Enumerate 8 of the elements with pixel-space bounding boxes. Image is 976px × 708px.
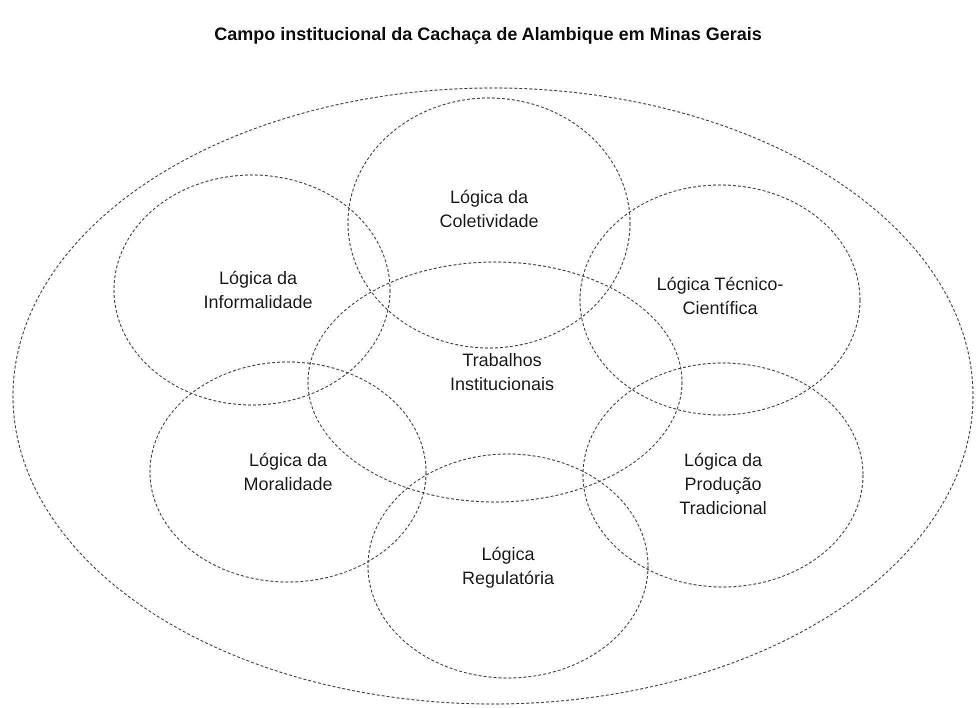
ellipse-label: Lógica da Moralidade xyxy=(242,449,334,496)
ellipse-label: Lógica Técnico-Científica xyxy=(656,273,784,320)
ellipse-label: Trabalhos Institucionais xyxy=(448,349,556,396)
group-heading: Campo institucional da Cachaça de Alambique em Minas Gerais xyxy=(213,23,763,46)
ellipse-label: Lógica da Informalidade xyxy=(202,267,314,314)
ellipse-label: Lógica Regulatória xyxy=(460,543,556,590)
ellipse-label: Lógica da Produção Tradicional xyxy=(678,449,768,520)
ellipse-label: Lógica da Coletividade xyxy=(438,186,540,233)
